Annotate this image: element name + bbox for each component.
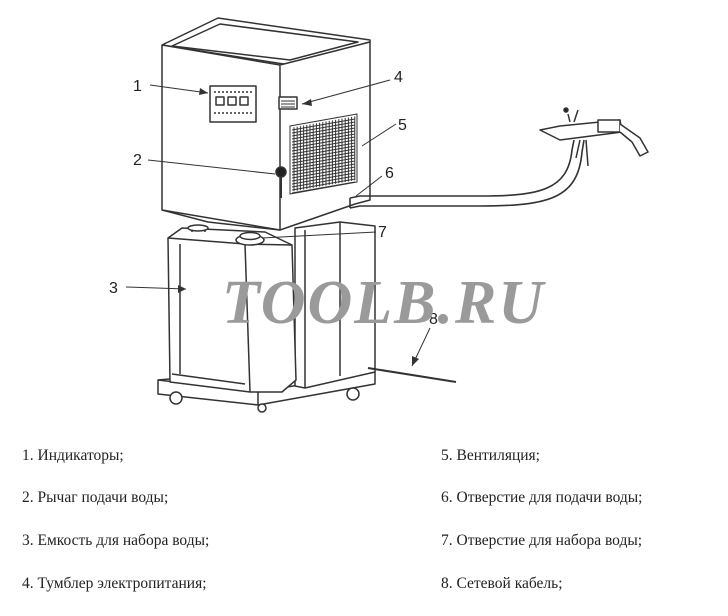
callout-4: 4 xyxy=(394,69,403,86)
spray-gun xyxy=(539,107,649,167)
water-hose xyxy=(349,139,585,209)
callout-3: 3 xyxy=(109,280,118,297)
callout-8: 8 xyxy=(429,311,438,328)
ventilation-grille xyxy=(289,113,358,195)
water-canister xyxy=(167,224,297,393)
legend-item-2: 2. Рычаг подачи воды; xyxy=(22,489,169,506)
legend-item-5: 5. Вентиляция; xyxy=(441,447,540,464)
callout-7: 7 xyxy=(378,224,387,241)
callout-1: 1 xyxy=(133,78,142,95)
legend-item-7: 7. Отверстие для набора воды; xyxy=(441,532,643,549)
legend-item-4: 4. Тумблер электропитания; xyxy=(22,575,207,592)
callout-2: 2 xyxy=(133,152,142,169)
machine-diagram: 1 2 3 4 5 6 7 8 xyxy=(109,17,649,413)
legend-item-6: 6. Отверстие для подачи воды; xyxy=(441,489,643,506)
callout-6: 6 xyxy=(385,165,394,182)
power-cable xyxy=(367,367,457,383)
legend-item-1: 1. Индикаторы; xyxy=(22,447,124,464)
support-column xyxy=(294,221,376,389)
main-unit-box xyxy=(161,17,371,231)
arrowheads xyxy=(178,88,419,366)
legend-item-3: 3. Емкость для набора воды; xyxy=(22,532,210,549)
callout-5: 5 xyxy=(398,117,407,134)
legend-item-8: 8. Сетевой кабель; xyxy=(441,575,563,592)
watermark: TOOLB.RU xyxy=(222,269,546,337)
leader-lines xyxy=(125,79,431,367)
